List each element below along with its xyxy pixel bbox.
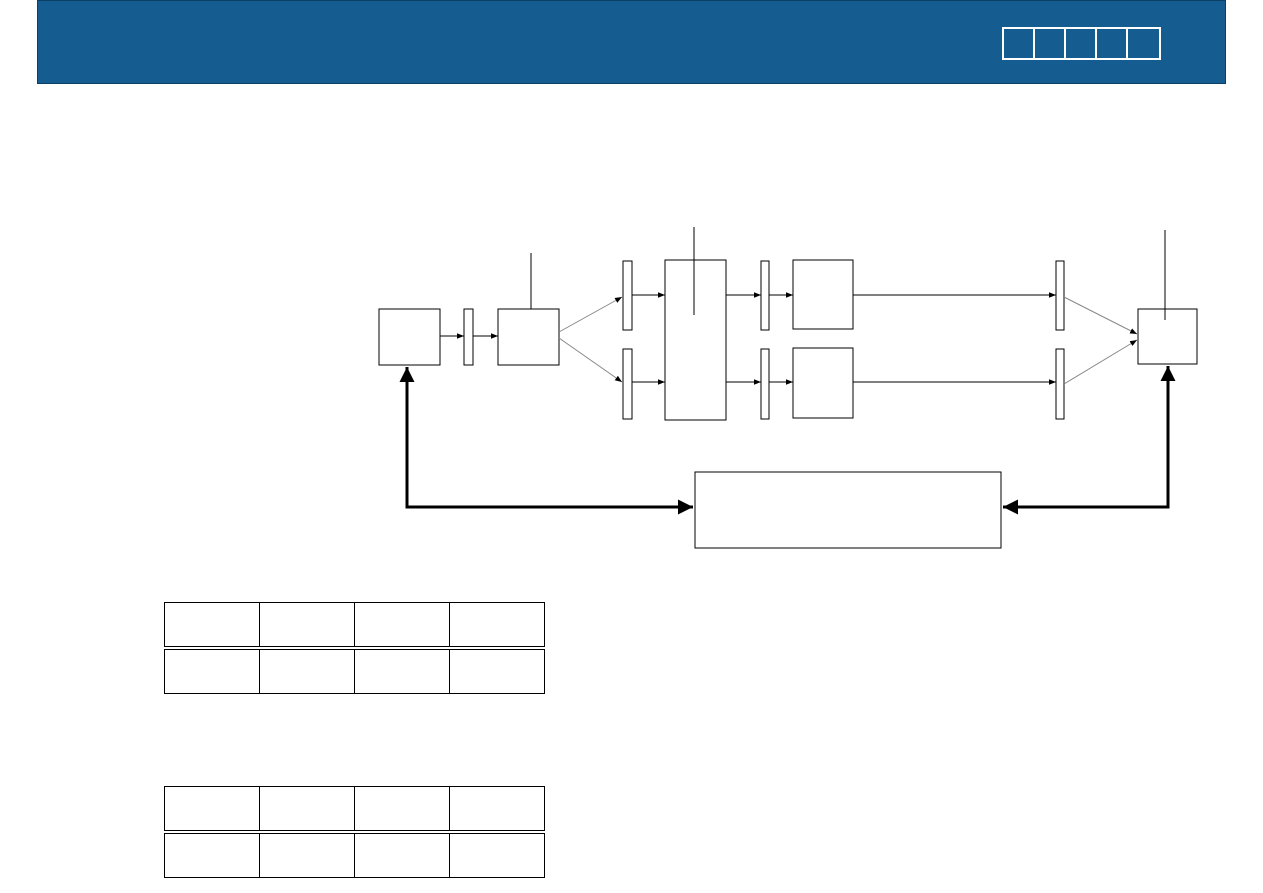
split-upper-block bbox=[622, 260, 633, 331]
table-cell bbox=[164, 602, 260, 647]
table-cell bbox=[164, 649, 260, 694]
lower-block bbox=[792, 347, 854, 419]
table-row bbox=[164, 602, 545, 647]
source-block bbox=[378, 308, 441, 366]
table-row bbox=[164, 786, 545, 831]
narrow-upper-block bbox=[760, 260, 770, 331]
split-lower-block bbox=[622, 348, 633, 420]
table-row bbox=[164, 649, 545, 694]
merge-upper-block bbox=[1055, 260, 1065, 331]
tall-block bbox=[664, 259, 727, 421]
table-cell bbox=[354, 602, 450, 647]
table-cell bbox=[354, 649, 450, 694]
data-table-1 bbox=[164, 602, 545, 694]
table-cell bbox=[354, 833, 450, 878]
nav-box-3[interactable] bbox=[1066, 29, 1097, 58]
data-table-2 bbox=[164, 786, 545, 878]
narrow-lower-block bbox=[760, 348, 770, 420]
feedback-arrow-right bbox=[1003, 366, 1176, 515]
table-row bbox=[164, 833, 545, 878]
arrow-split-upper bbox=[558, 296, 623, 333]
nav-box-group bbox=[1002, 27, 1161, 60]
nav-box-2[interactable] bbox=[1035, 29, 1066, 58]
table-cell bbox=[259, 649, 355, 694]
sink-block bbox=[1137, 308, 1198, 365]
header-bar bbox=[37, 0, 1226, 84]
table-cell bbox=[259, 602, 355, 647]
nav-box-4[interactable] bbox=[1097, 29, 1128, 58]
arrow-merge-upper-to-sink bbox=[1063, 296, 1138, 335]
feedback-arrow-left bbox=[399, 367, 693, 515]
table-cell bbox=[354, 786, 450, 831]
table-cell bbox=[449, 649, 545, 694]
merge-lower-block bbox=[1055, 348, 1065, 420]
table-cell bbox=[449, 786, 545, 831]
table-cell bbox=[259, 786, 355, 831]
table-cell bbox=[164, 786, 260, 831]
arrow-merge-lower-to-sink bbox=[1063, 339, 1138, 385]
table-cell bbox=[164, 833, 260, 878]
upper-block bbox=[792, 259, 854, 330]
controller-block bbox=[694, 471, 1002, 549]
block-2 bbox=[497, 308, 560, 366]
nav-box-1[interactable] bbox=[1004, 29, 1035, 58]
table-cell bbox=[449, 833, 545, 878]
narrow-block-1 bbox=[463, 308, 474, 366]
arrow-split-lower bbox=[558, 337, 623, 383]
table-cell bbox=[449, 602, 545, 647]
table-cell bbox=[259, 833, 355, 878]
